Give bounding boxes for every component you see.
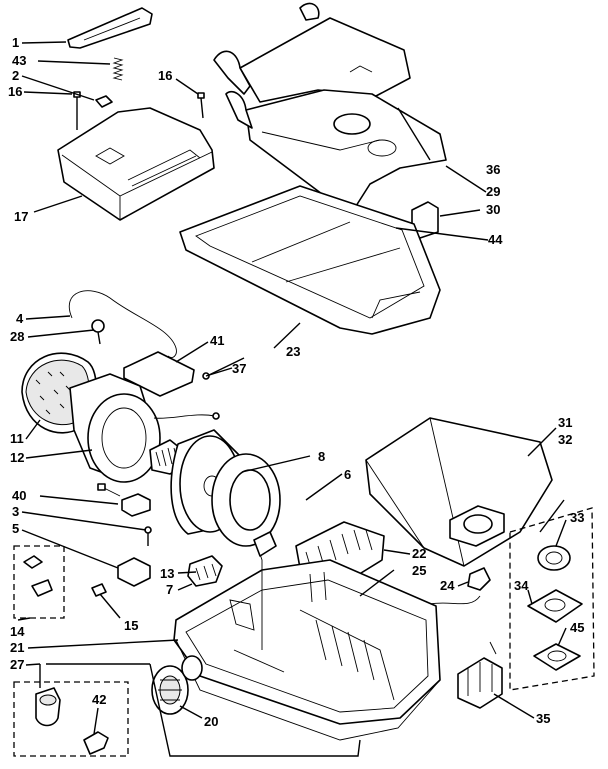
callout-5: 5 <box>12 521 19 536</box>
part-handle-housing <box>57 107 215 221</box>
callout-41: 41 <box>210 333 224 348</box>
part-clip <box>91 583 107 597</box>
callout-34: 34 <box>514 578 529 593</box>
callout-16-right: 16 <box>158 68 172 83</box>
part-switch-housing <box>457 641 503 709</box>
callout-14: 14 <box>10 624 25 639</box>
caster-kit-box <box>13 681 129 757</box>
callout-1: 1 <box>12 35 19 50</box>
callout-20: 20 <box>204 714 218 729</box>
part-wheel <box>151 655 203 715</box>
callout-42: 42 <box>92 692 106 707</box>
part-handle-grip <box>67 7 153 49</box>
leader-lines <box>17 41 567 757</box>
callout-21: 21 <box>10 640 24 655</box>
callout-33: 33 <box>570 510 584 525</box>
callout-15: 15 <box>124 618 138 633</box>
callout-44: 44 <box>488 232 503 247</box>
part-cord-bushing <box>91 319 105 345</box>
part-top-cover <box>213 2 447 207</box>
callout-37: 37 <box>232 361 246 376</box>
callout-labels: 1 43 2 16 16 17 36 29 30 44 4 28 41 37 2… <box>8 35 584 729</box>
part-terminal-connector <box>97 483 151 517</box>
callout-29: 29 <box>486 184 500 199</box>
part-canister-base <box>173 531 441 741</box>
part-spring <box>112 57 124 81</box>
part-filter-tray <box>179 185 441 335</box>
callout-6: 6 <box>344 467 351 482</box>
callout-8: 8 <box>318 449 325 464</box>
part-release-button <box>95 95 113 108</box>
part-power-cord <box>68 290 177 359</box>
callout-2: 2 <box>12 68 19 83</box>
part-motor-mount <box>187 555 223 587</box>
part-switch-wire <box>429 567 491 605</box>
callout-43: 43 <box>12 53 26 68</box>
callout-25: 25 <box>412 563 426 578</box>
callout-16-left: 16 <box>8 84 22 99</box>
callout-23: 23 <box>286 344 300 359</box>
part-switch <box>117 557 151 587</box>
bag-holder-kit-box <box>509 507 595 691</box>
callout-31: 31 <box>558 415 572 430</box>
callout-32: 32 <box>558 432 572 447</box>
callout-17: 17 <box>14 209 28 224</box>
part-motor-gasket <box>211 453 281 547</box>
callout-13: 13 <box>160 566 174 581</box>
callout-7: 7 <box>166 582 173 597</box>
callout-22: 22 <box>412 546 426 561</box>
callout-45: 45 <box>570 620 584 635</box>
callout-30: 30 <box>486 202 500 217</box>
part-cover-plate <box>123 351 195 397</box>
part-screw-left <box>73 91 81 130</box>
part-screw-right <box>197 92 205 119</box>
callout-3: 3 <box>12 504 19 519</box>
part-dust-bag <box>365 417 553 567</box>
callout-4: 4 <box>16 311 24 326</box>
callout-28: 28 <box>10 329 24 344</box>
callout-12: 12 <box>10 450 24 465</box>
callout-36: 36 <box>486 162 500 177</box>
part-motor-housing <box>69 373 220 483</box>
callout-40: 40 <box>12 488 26 503</box>
callout-27: 27 <box>10 657 24 672</box>
callout-35: 35 <box>536 711 550 726</box>
callout-11: 11 <box>10 431 24 446</box>
callout-24: 24 <box>440 578 455 593</box>
cord-clip-kit-box <box>13 545 65 619</box>
